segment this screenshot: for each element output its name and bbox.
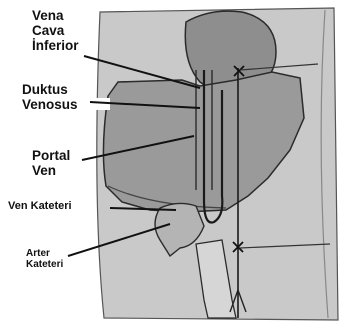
- label-vci-line-3: İnferior: [32, 38, 79, 53]
- label-arter-line-2: Kateteri: [26, 259, 63, 270]
- label-arter-line-1: Arter: [26, 248, 63, 259]
- label-duktus-line-2: Venosus: [22, 97, 78, 112]
- label-ven-kateteri-text: Ven Kateteri: [8, 200, 72, 212]
- label-ven-kateteri: Ven Kateteri: [8, 200, 72, 212]
- label-vena-cava-inferior: Vena Cava İnferior: [32, 8, 79, 53]
- label-duktus-venosus: Duktus Venosus: [22, 82, 78, 112]
- label-arter-kateteri: Arter Kateteri: [26, 248, 63, 270]
- label-portal-ven: Portal Ven: [32, 148, 70, 178]
- label-duktus-line-1: Duktus: [22, 82, 78, 97]
- label-portal-line-2: Ven: [32, 163, 70, 178]
- label-vci-line-2: Cava: [32, 23, 79, 38]
- label-vci-line-1: Vena: [32, 8, 79, 23]
- white-notch: [96, 98, 110, 110]
- label-portal-line-1: Portal: [32, 148, 70, 163]
